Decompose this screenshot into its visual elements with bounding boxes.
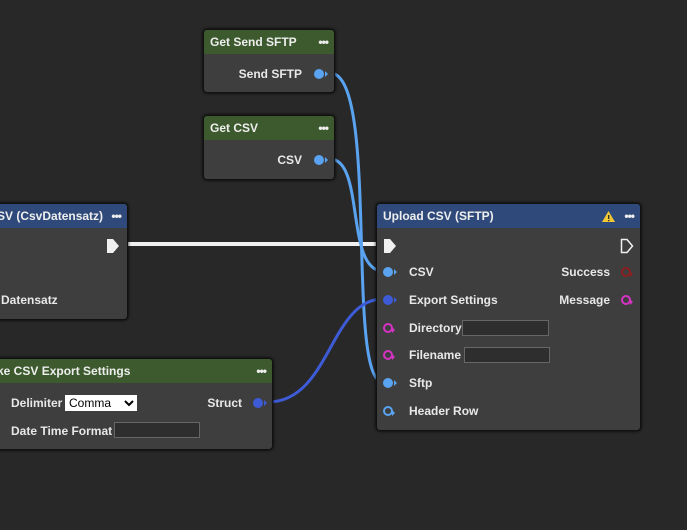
get-send-sftp-node[interactable]: Get Send SFTP ••• Send SFTP — [203, 29, 335, 93]
menu-icon[interactable]: ••• — [256, 364, 267, 378]
input-label: CSV — [409, 265, 434, 279]
node-title: ke CSV Export Settings — [0, 364, 131, 378]
upload-csv-node[interactable]: Upload CSV (SFTP) ••• CSV Export Setting… — [376, 203, 641, 431]
input-label: Directory — [409, 321, 462, 335]
pin-label: CSV — [277, 153, 302, 167]
sftp-input-pin[interactable] — [383, 378, 397, 388]
directory-input-pin[interactable] — [383, 323, 395, 333]
directory-input[interactable] — [462, 320, 549, 336]
filename-input[interactable] — [464, 347, 550, 363]
output-pin[interactable] — [314, 69, 328, 79]
filename-input-pin[interactable] — [383, 350, 395, 360]
menu-icon[interactable]: ••• — [624, 209, 635, 223]
menu-icon[interactable]: ••• — [318, 35, 329, 49]
make-csv-export-settings-node[interactable]: ke CSV Export Settings ••• Delimiter Comm… — [0, 358, 273, 450]
exec-out-icon[interactable] — [106, 238, 120, 254]
struct-output-pin[interactable] — [253, 398, 267, 408]
export-settings-wire — [267, 297, 384, 404]
warning-icon[interactable] — [601, 210, 616, 223]
success-output-pin[interactable] — [621, 267, 633, 277]
menu-icon[interactable]: ••• — [111, 209, 122, 223]
csv-wire — [329, 157, 384, 273]
input-label: Header Row — [409, 404, 479, 418]
delimiter-label: Delimiter — [11, 396, 63, 410]
node-title: Upload CSV (SFTP) — [383, 209, 494, 223]
delimiter-select[interactable]: Comma — [65, 395, 137, 411]
header-row-input-pin[interactable] — [383, 406, 395, 416]
message-output-pin[interactable] — [621, 295, 633, 305]
datetime-label: Date Time Format — [11, 424, 113, 438]
csv-input-pin[interactable] — [383, 267, 397, 277]
node-title: Get Send SFTP — [210, 35, 297, 49]
menu-icon[interactable]: ••• — [318, 121, 329, 135]
datetime-format-input[interactable] — [114, 422, 200, 438]
input-label: Export Settings — [409, 293, 498, 307]
csv-datensatz-node[interactable]: SV (CsvDatensatz) ••• Datensatz — [0, 203, 128, 320]
input-label: Sftp — [409, 376, 433, 390]
input-label: Filename — [409, 348, 462, 362]
pin-label: Send SFTP — [238, 67, 302, 81]
exec-out-icon[interactable] — [620, 238, 634, 254]
node-title: SV (CsvDatensatz) — [0, 209, 104, 223]
output-label: Success — [561, 265, 610, 279]
pin-label: Datensatz — [1, 293, 58, 307]
struct-label: Struct — [207, 396, 242, 410]
node-title: Get CSV — [210, 121, 259, 135]
output-label: Message — [559, 293, 610, 307]
export-settings-input-pin[interactable] — [383, 295, 397, 305]
output-pin[interactable] — [314, 155, 328, 165]
exec-in-icon[interactable] — [383, 238, 397, 254]
get-csv-node[interactable]: Get CSV ••• CSV — [203, 115, 335, 180]
send-sftp-wire — [329, 71, 384, 384]
